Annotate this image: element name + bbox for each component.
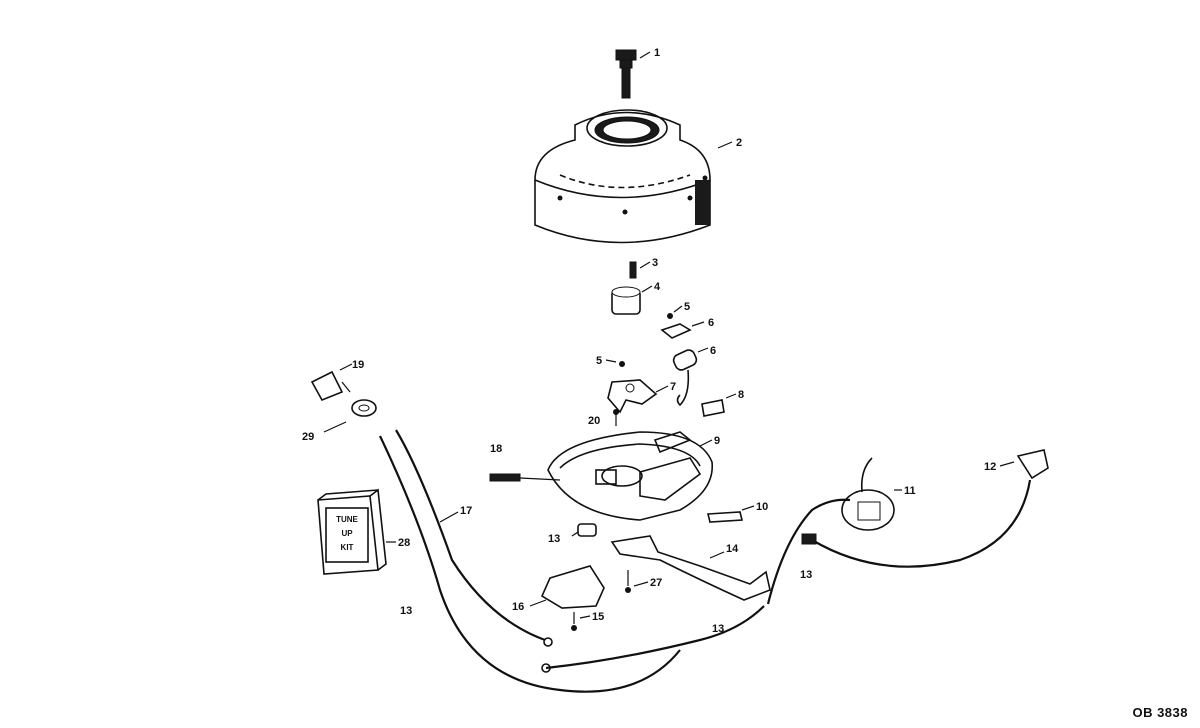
callout-5: 5 <box>684 301 690 313</box>
part-29-nut <box>323 399 377 433</box>
part-16-cover <box>529 565 605 609</box>
callout-20: 20 <box>588 415 600 427</box>
callout-9: 9 <box>714 435 720 447</box>
callout-14: 14 <box>726 543 739 555</box>
part-3-key <box>629 261 651 279</box>
callout-4: 4 <box>654 281 661 293</box>
callout-15: 15 <box>592 611 604 623</box>
callout-13-left-wire: 13 <box>400 605 412 617</box>
part-5-screw-lower <box>605 359 625 367</box>
part-19-sleeve <box>310 363 353 402</box>
callout-11: 11 <box>904 485 916 497</box>
part-8-felt <box>701 393 737 417</box>
part-4-cam <box>611 285 653 315</box>
callout-19: 19 <box>352 359 364 371</box>
part-18-stud <box>489 473 561 482</box>
callout-18: 18 <box>490 443 502 455</box>
callout-16: 16 <box>512 601 524 613</box>
part-15-screw <box>571 612 591 631</box>
callout-6-clamp: 6 <box>708 317 714 329</box>
callout-2: 2 <box>736 137 742 149</box>
callout-1: 1 <box>654 47 660 59</box>
callout-12: 12 <box>984 461 996 473</box>
kit-label-line1: TUNE <box>336 515 358 524</box>
part-28-tune-up-kit: TUNE UP KIT <box>317 488 396 575</box>
kit-label-line2: UP <box>341 529 353 538</box>
callout-13-bottom-wire: 13 <box>712 623 724 635</box>
part-10-key <box>706 505 755 523</box>
part-20-screw <box>613 409 619 426</box>
callout-labels: 1 2 3 4 5 6 6 5 7 8 9 10 11 12 13 13 13 … <box>302 47 996 635</box>
part-6-condenser <box>672 347 709 407</box>
part-11-coil <box>841 457 902 531</box>
callout-6-condenser: 6 <box>710 345 716 357</box>
part-2-flywheel <box>534 109 733 244</box>
part-14-bracket <box>610 535 771 601</box>
figure-id: OB 3838 <box>1132 705 1188 720</box>
callout-13-clip: 13 <box>548 533 560 545</box>
part-9-stator-plate <box>547 431 713 521</box>
callout-7: 7 <box>670 381 676 393</box>
kit-label-line3: KIT <box>341 543 354 552</box>
callout-28: 28 <box>398 537 410 549</box>
callout-27: 27 <box>650 577 662 589</box>
callout-5-lower: 5 <box>596 355 602 367</box>
callout-17: 17 <box>460 505 472 517</box>
part-5-screw-upper <box>667 305 683 319</box>
part-27-screw <box>625 570 649 593</box>
callout-29: 29 <box>302 431 314 443</box>
callout-10: 10 <box>756 501 768 513</box>
part-13-clip <box>571 523 597 537</box>
callout-3: 3 <box>652 257 658 269</box>
part-1-bolt <box>615 49 651 99</box>
part-12-spark-plug-boot <box>999 449 1049 480</box>
callout-13-coil-wire: 13 <box>800 569 812 581</box>
part-7-points <box>607 379 669 414</box>
part-17-wire <box>379 429 681 693</box>
part-13-wires <box>541 479 1032 673</box>
callout-8: 8 <box>738 389 744 401</box>
part-6-clamp <box>660 321 705 339</box>
